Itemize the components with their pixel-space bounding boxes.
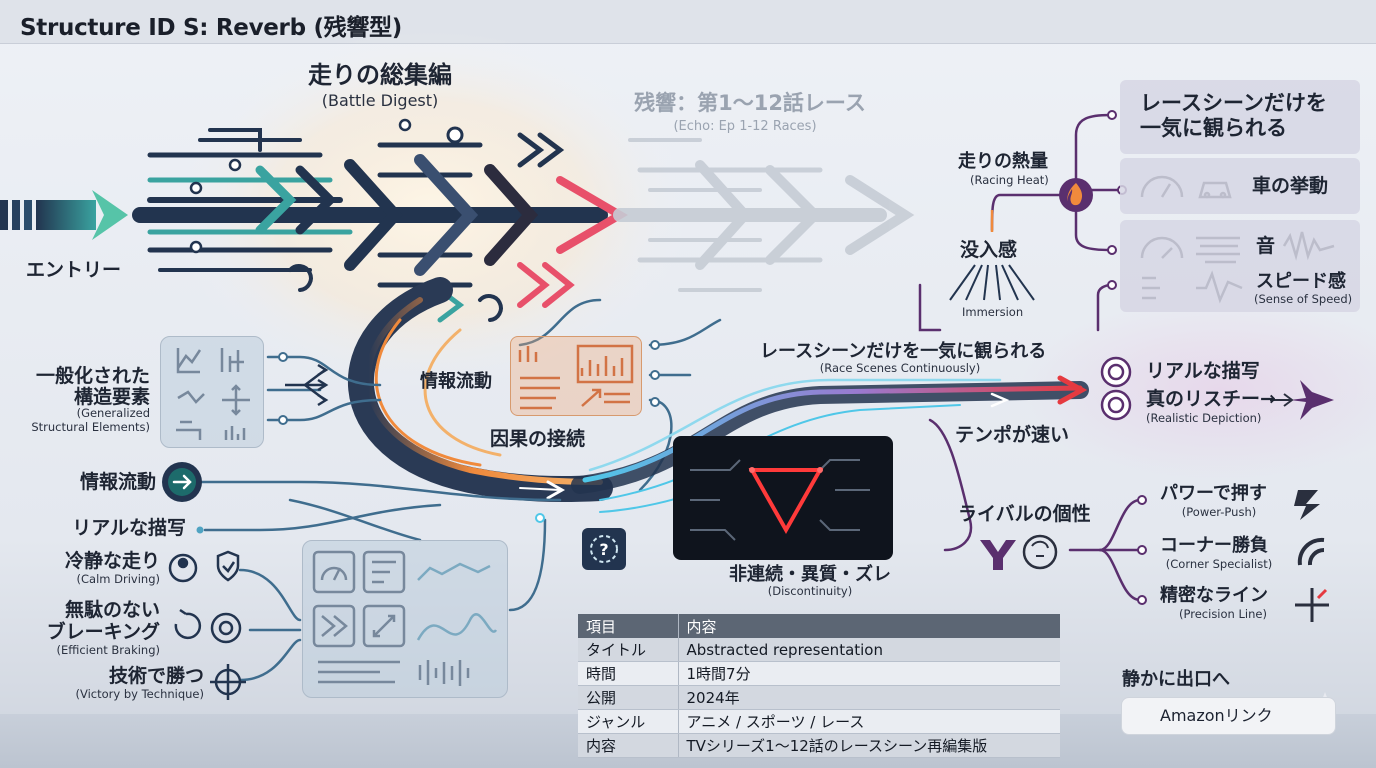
tempo-label: テンポが速い — [955, 424, 1070, 446]
left-connectors — [198, 298, 722, 682]
discontinuity-label: 非連続・異質・ズレ — [729, 564, 891, 585]
discontinuity-en: (Discontinuity) — [767, 584, 853, 598]
racing-heat-en: (Racing Heat) — [970, 173, 1049, 187]
corner-icon — [1297, 537, 1325, 566]
exit-label: 静かに出口へ — [1122, 669, 1230, 690]
structural-elements-box — [160, 336, 264, 448]
car-behavior-panel — [1120, 158, 1360, 214]
table-cell: 2024年 — [678, 685, 1060, 710]
power-push-en: (Power-Push) — [1181, 505, 1257, 519]
svg-text:?: ? — [599, 540, 608, 559]
fire-icon — [1059, 178, 1093, 212]
dashboard-box — [302, 540, 508, 698]
watch-all-label-2: 一気に観られる — [1140, 116, 1287, 140]
sound-label: 音 — [1256, 235, 1276, 257]
speed-en: (Sense of Speed) — [1254, 292, 1353, 306]
generalized-label-2: 構造要素 — [73, 386, 150, 408]
entry-arrow — [0, 190, 128, 240]
connector-nodes — [196, 340, 660, 534]
table-row: 内容 TVシリーズ1〜12話のレースシーン再編集版 — [578, 733, 1060, 758]
real-pill-icons — [1100, 356, 1132, 421]
sound-speed-panel — [1120, 220, 1360, 312]
watch-all-label-1: レースシーンだけを — [1140, 91, 1327, 115]
table-cell: Abstracted representation — [678, 638, 1060, 662]
technique-en: (Victory by Technique) — [75, 687, 204, 701]
corner-label: コーナー勝負 — [1160, 535, 1268, 556]
precision-label: 精密なライン — [1160, 585, 1268, 606]
race-scenes-label: レースシーンだけを一気に観られる — [760, 341, 1047, 362]
rival-label: ライバルの個性 — [958, 503, 1091, 525]
table-cell: 内容 — [578, 733, 679, 758]
info-flow-left-label: 情報流動 — [79, 471, 156, 493]
split-arrow-icon — [285, 363, 329, 407]
chart-card-icons — [518, 344, 634, 410]
table-header: 項目 — [578, 614, 679, 638]
chart-card — [510, 336, 642, 416]
entry-label: エントリー — [26, 259, 122, 281]
realistic-depiction-label: リアルな描写 — [1146, 360, 1260, 382]
right-glow — [1020, 300, 1376, 480]
generalized-label-1: 一般化された — [35, 365, 150, 387]
precision-en: (Precision Line) — [1179, 607, 1267, 621]
jet-icon — [1290, 380, 1334, 420]
sweep-curve — [348, 277, 613, 503]
braking-label-1: 無駄のない — [64, 599, 160, 621]
watch-all-panel — [1120, 80, 1360, 154]
question-icon: ? — [582, 528, 626, 570]
arrow-icon — [1270, 393, 1294, 407]
generalized-en-1: (Generalized — [76, 406, 150, 420]
realistic-left-label: リアルな描写 — [72, 517, 186, 539]
table-cell: タイトル — [578, 638, 679, 662]
table-cell: アニメ / スポーツ / レース — [678, 709, 1060, 734]
info-flow-arrow-icon — [162, 462, 202, 502]
power-push-label: パワーで押す — [1160, 483, 1267, 504]
table-row: ジャンル アニメ / スポーツ / レース — [578, 709, 1060, 734]
road-icon — [949, 264, 1035, 301]
technique-label: 技術で勝つ — [108, 665, 204, 687]
table-cell: 時間 — [578, 661, 679, 686]
info-flow-center-label: 情報流動 — [420, 371, 492, 392]
page-title: Structure ID S: Reverb (残響型) — [20, 15, 402, 41]
realistic-depiction-en: (Realistic Depiction) — [1146, 411, 1262, 425]
precision-icon — [1295, 588, 1329, 622]
corner-en: (Corner Specialist) — [1165, 557, 1273, 571]
table-row: タイトル Abstracted representation — [578, 638, 1060, 662]
causal-label: 因果の接続 — [490, 428, 586, 450]
amazon-link-button[interactable]: Amazonリンク — [1121, 697, 1336, 735]
digest-subtitle: (Battle Digest) — [321, 91, 439, 110]
table-header: 内容 — [678, 614, 1060, 638]
braking-en: (Efficient Braking) — [56, 643, 160, 657]
race-scenes-en: (Race Scenes Continuously) — [819, 361, 981, 375]
table-cell: 1時間7分 — [678, 661, 1060, 686]
header-bar: Structure ID S: Reverb (残響型) — [0, 0, 1376, 44]
main-arrow-bundle — [132, 118, 628, 323]
table-header-row: 項目 内容 — [578, 614, 1060, 638]
left-small-icons — [168, 550, 246, 700]
racing-heat-label: 走りの熱量 — [958, 151, 1048, 172]
info-table: 項目 内容 タイトル Abstracted representation 時間 … — [578, 614, 1060, 758]
braking-label-2: ブレーキング — [46, 621, 160, 643]
table-cell: ジャンル — [578, 709, 679, 734]
immersion-en: Immersion — [962, 305, 1024, 319]
rival-icons — [980, 534, 1058, 570]
table-cell: 公開 — [578, 685, 679, 710]
echo-subtitle: (Echo: Ep 1-12 Races) — [673, 119, 817, 134]
table-row: 時間 1時間7分 — [578, 661, 1060, 686]
calm-driving-label: 冷静な走り — [64, 550, 160, 572]
digest-title: 走りの総集編 — [308, 61, 452, 89]
amazon-link-label: Amazonリンク — [1160, 706, 1273, 725]
discontinuity-panel — [673, 436, 893, 560]
speed-label: スピード感 — [1256, 271, 1346, 292]
table-cell: TVシリーズ1〜12話のレースシーン再編集版 — [678, 733, 1060, 758]
echo-arrows — [613, 138, 915, 292]
calm-driving-en: (Calm Driving) — [76, 572, 160, 586]
car-behavior-label: 車の挙動 — [1252, 175, 1329, 197]
echo-title: 残響：第1〜12話レース — [634, 91, 866, 115]
table-row: 公開 2024年 — [578, 685, 1060, 710]
generalized-en-2: Structural Elements) — [31, 420, 150, 434]
immersion-label: 没入感 — [960, 239, 1018, 261]
real-listen-label: 真のリスチー→ — [1146, 388, 1276, 410]
power-icon — [1294, 490, 1320, 520]
